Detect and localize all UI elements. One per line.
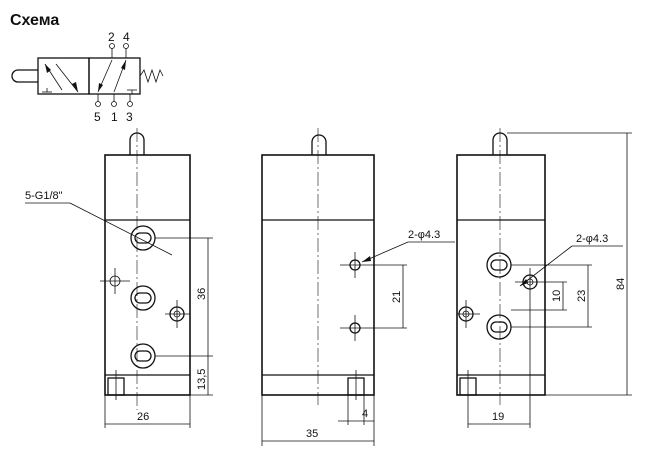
valve-symbol: 2 4 5 1 3	[11, 30, 164, 124]
holes-side-label: 2-φ4.3	[408, 229, 440, 241]
port-lower	[486, 314, 512, 340]
dim-26-label: 26	[137, 411, 149, 423]
dim-36-label: 36	[196, 288, 208, 300]
dim-84-label: 84	[615, 278, 627, 290]
symbol-box-right	[88, 57, 141, 95]
port-top	[130, 225, 156, 251]
port-upper	[486, 252, 512, 278]
port-1-label: 1	[111, 110, 118, 124]
port-5-label: 5	[94, 110, 101, 124]
spring-icon	[139, 68, 164, 84]
dim-23-label: 23	[576, 290, 588, 302]
side-view: 2-φ4.3 21 4 35	[261, 128, 455, 446]
valve-body	[104, 154, 191, 396]
arrow-head-icon	[45, 64, 51, 73]
port-4-label: 4	[123, 30, 130, 44]
port-middle	[130, 285, 156, 311]
symbol-box-left	[37, 57, 90, 95]
arrow-head-icon	[72, 82, 78, 92]
dim-13-5-label: 13,5	[196, 369, 208, 390]
front-view: 5-G1/8" 36 13,5 26	[25, 128, 213, 428]
actuator-button	[311, 134, 327, 155]
port-bottom	[130, 343, 156, 369]
arrow-head-icon	[98, 83, 103, 92]
dim-35-label: 35	[306, 428, 318, 440]
dim-4-label: 4	[362, 408, 368, 420]
dim-21-label: 21	[391, 291, 403, 303]
dim-19-label: 19	[492, 411, 504, 423]
dim-10-label: 10	[551, 290, 563, 302]
thread-label: 5-G1/8"	[25, 190, 63, 202]
back-view: 2-φ4.3 10 23 84 19	[456, 128, 632, 428]
port-3-label: 3	[126, 110, 133, 124]
holes-right-label: 2-φ4.3	[576, 233, 608, 245]
port-2-label: 2	[108, 30, 115, 44]
valve-body-back	[456, 154, 546, 396]
actuator-button	[11, 69, 38, 83]
schema-title: Схема	[10, 12, 59, 29]
arrow-head-icon	[121, 60, 126, 70]
